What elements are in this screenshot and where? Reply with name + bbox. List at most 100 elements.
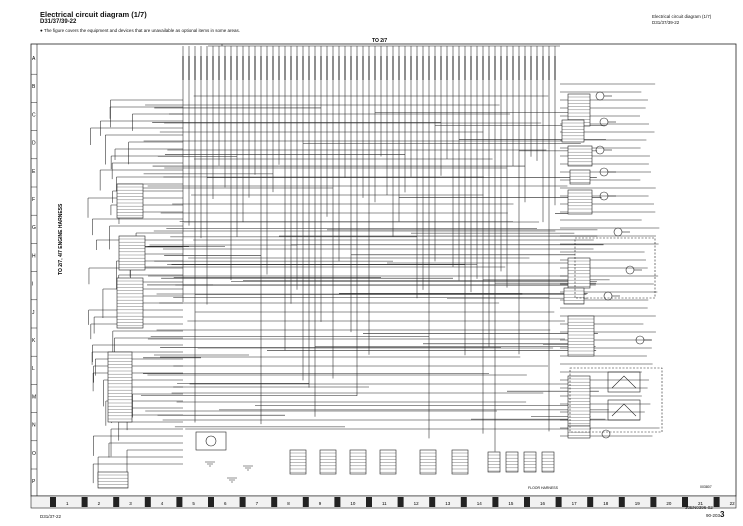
sensor-symbol	[595, 91, 605, 101]
device-enclosure	[574, 237, 656, 299]
footer-left-code: D31/37-22	[40, 514, 62, 519]
connector-block	[487, 451, 501, 473]
row-label: A	[32, 56, 36, 62]
column-label: 16	[540, 501, 546, 506]
column-label: 19	[635, 501, 641, 506]
row-label: F	[32, 197, 35, 203]
row-label: P	[32, 479, 36, 485]
sensor-symbol	[603, 291, 613, 301]
row-label: L	[32, 366, 35, 372]
connector-block	[289, 449, 307, 475]
connector-block	[563, 287, 585, 305]
header-right-code: D31/37/39-22	[652, 20, 680, 25]
potentiometer-symbol	[611, 375, 637, 389]
column-label: 3	[129, 501, 132, 506]
column-marker	[239, 497, 246, 507]
sensor-symbol	[595, 145, 605, 155]
column-label: 5	[192, 501, 195, 506]
footer-right-code: 30EN0396-02	[685, 505, 713, 510]
page-title: Electrical circuit diagram (1/7)	[40, 10, 147, 19]
footer-page-number: 3	[720, 510, 725, 519]
column-marker	[302, 497, 309, 507]
column-marker	[618, 497, 625, 507]
column-marker	[144, 497, 151, 507]
potentiometer-box	[607, 399, 641, 421]
connector-block	[505, 451, 519, 473]
bottom-harness-note: FLOOR HARNESS	[528, 486, 559, 490]
connector-block	[319, 449, 337, 475]
header-right-title: Electrical circuit diagram (1/7)	[652, 14, 712, 19]
column-label: 4	[161, 501, 164, 506]
column-label: 10	[350, 501, 356, 506]
column-marker	[271, 497, 278, 507]
connector-block	[523, 451, 537, 473]
travel-lever-enclosure	[569, 367, 663, 433]
column-marker	[81, 497, 88, 507]
column-marker	[334, 497, 341, 507]
column-label: 22	[730, 501, 736, 506]
footer-page-prefix: 90-203	[706, 513, 721, 518]
column-label: 1	[66, 501, 69, 506]
row-label: I	[32, 282, 33, 288]
column-label: 9	[319, 501, 322, 506]
connector-block	[379, 449, 397, 475]
connector-block	[567, 145, 593, 167]
connector-block	[541, 451, 555, 473]
left-destination-label: TO 2/7, 4/7 ENGINE HARNESS	[58, 203, 64, 275]
ground-symbol	[243, 465, 253, 471]
column-marker	[113, 497, 120, 507]
row-label: E	[32, 169, 36, 175]
connector-block	[419, 449, 437, 475]
connector-block	[569, 169, 591, 185]
devices	[195, 91, 663, 483]
row-label: N	[32, 423, 36, 429]
column-label: 18	[603, 501, 609, 506]
page-subtitle-code: D31/37/39-22	[40, 19, 77, 25]
column-marker	[650, 497, 657, 507]
sensor-symbol	[599, 117, 609, 127]
row-label: M	[32, 394, 36, 400]
column-marker	[555, 497, 562, 507]
column-marker	[429, 497, 436, 507]
column-marker	[208, 497, 214, 507]
top-destination-label: TO 2/7	[372, 38, 387, 44]
column-marker	[524, 497, 530, 507]
row-label: H	[32, 253, 36, 259]
row-label: B	[32, 84, 36, 90]
column-label: 20	[666, 501, 672, 506]
potentiometer-box	[607, 371, 641, 393]
column-marker	[176, 497, 183, 507]
connector-block	[567, 375, 591, 427]
connector-block	[97, 471, 129, 489]
sensor-symbol	[613, 227, 623, 237]
column-marker	[492, 497, 499, 507]
row-label: K	[32, 338, 36, 344]
column-marker	[460, 497, 467, 507]
relay-coil	[205, 435, 217, 447]
column-marker	[713, 497, 720, 507]
connector-block	[567, 315, 595, 357]
column-label: 21	[698, 501, 704, 506]
connector-block	[118, 235, 146, 271]
column-label: 17	[572, 501, 578, 506]
column-label: 14	[477, 501, 483, 506]
column-label: 13	[445, 501, 451, 506]
connector-block	[349, 449, 367, 475]
row-label: O	[32, 451, 36, 457]
column-marker	[366, 497, 372, 507]
column-marker	[50, 497, 56, 507]
column-label: 11	[382, 501, 387, 506]
connector-block	[561, 119, 585, 143]
corner-stamp: 003807	[700, 485, 712, 489]
connector-block	[116, 183, 144, 219]
column-label: 12	[414, 501, 420, 506]
column-label: 2	[98, 501, 101, 506]
column-marker	[682, 497, 688, 507]
column-marker	[397, 497, 404, 507]
ground-symbol	[227, 477, 237, 483]
potentiometer-symbol	[611, 403, 637, 417]
page-note: ● The figure covers the equipment and de…	[40, 28, 240, 33]
